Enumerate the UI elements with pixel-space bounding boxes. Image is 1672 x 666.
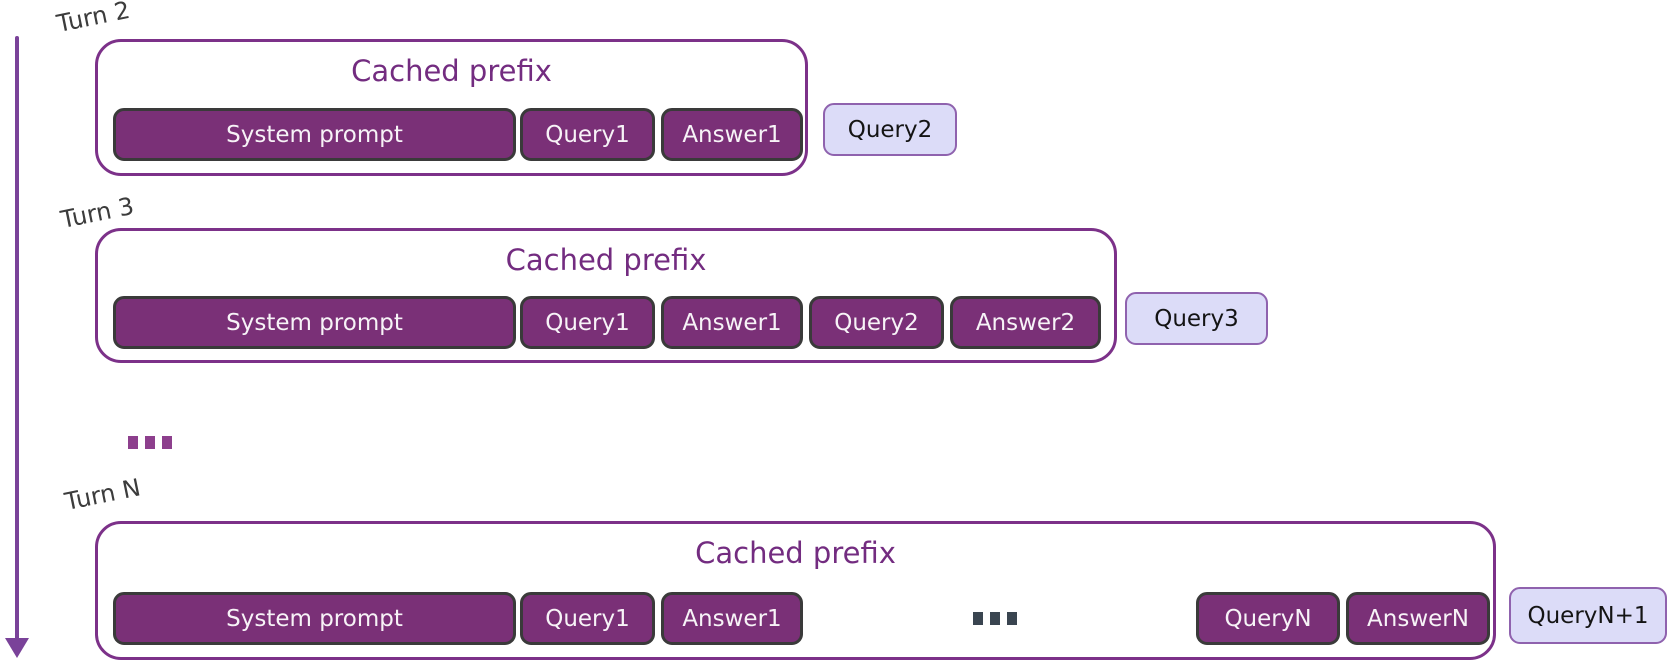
turn-n-label: Turn N: [62, 473, 143, 516]
new-query-chip-query3: Query3: [1125, 292, 1268, 345]
chip-answer1: Answer1: [661, 592, 803, 645]
chip-queryn: QueryN: [1196, 592, 1340, 645]
turn-3-cached-prefix-box: Cached prefix System prompt Query1 Answe…: [95, 228, 1117, 363]
chip-system-prompt: System prompt: [113, 108, 516, 161]
down-arrow-head-icon: [5, 638, 29, 658]
turn-2-cached-prefix-title: Cached prefix: [351, 54, 552, 88]
turn-2-cached-prefix-box: Cached prefix System prompt Query1 Answe…: [95, 39, 808, 176]
chip-query2: Query2: [809, 296, 944, 349]
chip-query1: Query1: [520, 296, 655, 349]
chip-answer1: Answer1: [661, 108, 803, 161]
chip-answer1: Answer1: [661, 296, 803, 349]
ellipsis-cached-chips: [973, 612, 1017, 625]
new-query-chip-query2: Query2: [823, 103, 957, 156]
turn-3-cached-prefix-title: Cached prefix: [505, 243, 707, 277]
chip-system-prompt: System prompt: [113, 592, 516, 645]
turn-n-cached-prefix-box: Cached prefix System prompt Query1 Answe…: [95, 521, 1496, 660]
turn-2-label: Turn 2: [54, 0, 133, 38]
turn-n-cached-prefix-title: Cached prefix: [695, 536, 896, 570]
new-query-chip-queryn1: QueryN+1: [1509, 587, 1667, 644]
arrow-line: [15, 36, 19, 642]
ellipsis-more-turns: [128, 436, 172, 449]
chip-system-prompt: System prompt: [113, 296, 516, 349]
chip-query1: Query1: [520, 108, 655, 161]
chip-query1: Query1: [520, 592, 655, 645]
chip-answern: AnswerN: [1346, 592, 1490, 645]
chip-answer2: Answer2: [950, 296, 1101, 349]
